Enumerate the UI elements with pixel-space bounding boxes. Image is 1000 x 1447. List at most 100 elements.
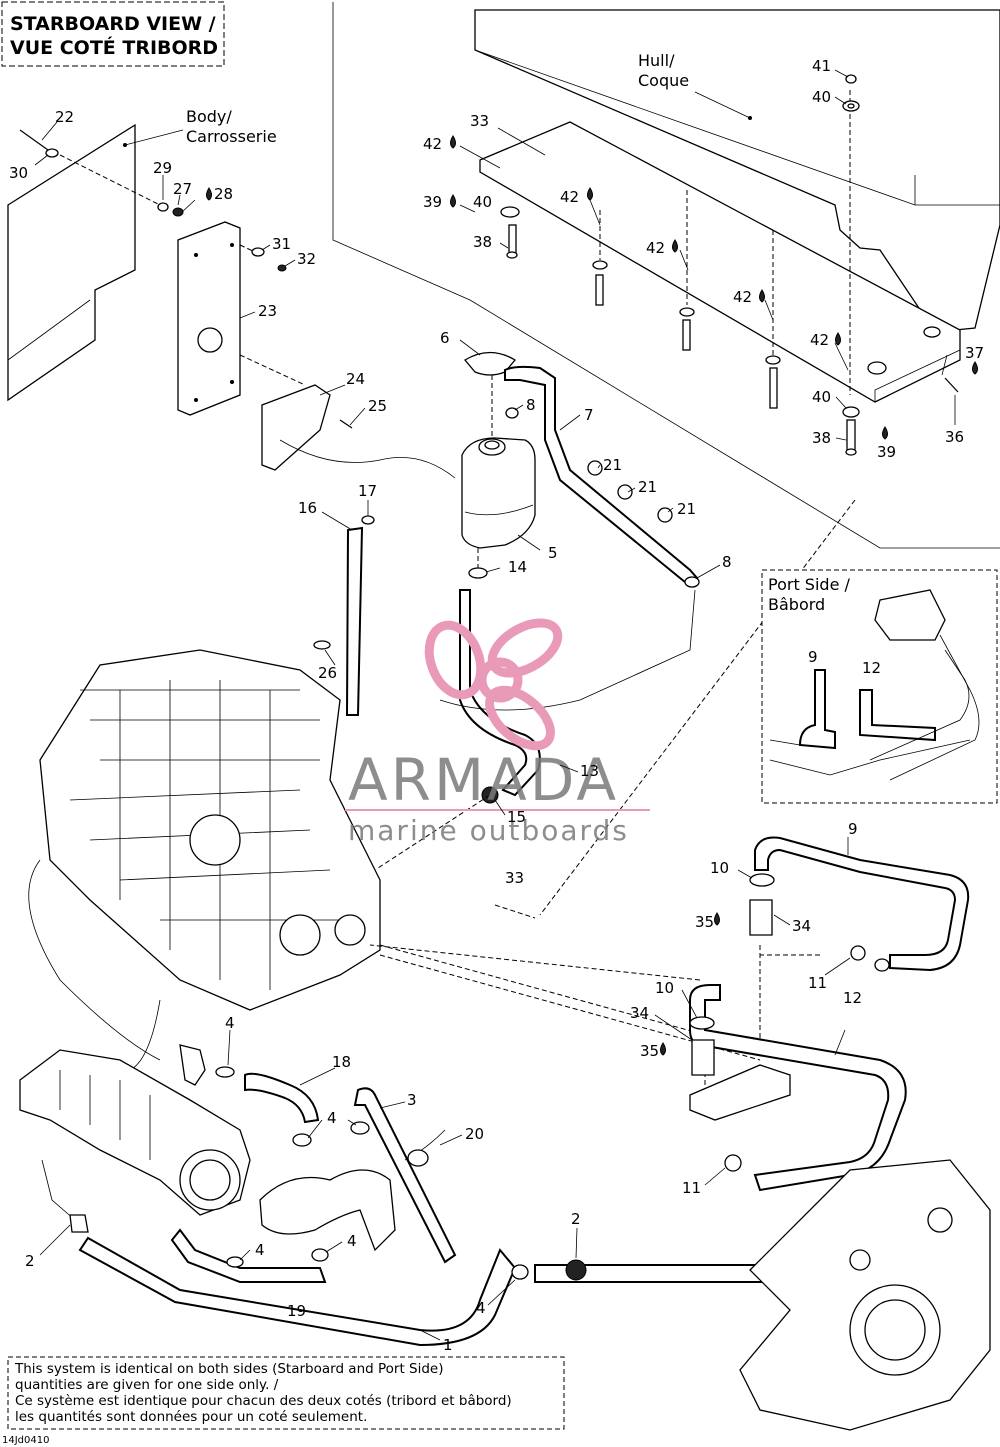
callout-8-bottom: 8 [722, 553, 732, 571]
clamp-10-b [689, 1016, 715, 1030]
callout-37: 37 [965, 344, 984, 362]
callout-17: 17 [358, 482, 377, 500]
callout-33-hull: 33 [470, 112, 489, 130]
fitting-top [179, 1044, 206, 1086]
note-line-1: This system is identical on both sides (… [14, 1361, 444, 1377]
fitting-2-left [69, 1214, 89, 1233]
washer-40-top [842, 100, 860, 112]
callout-20: 20 [465, 1125, 484, 1143]
mount-plate [689, 1064, 791, 1121]
callout-4-e: 4 [476, 1299, 486, 1317]
jet-pump-housing [739, 1159, 991, 1431]
callout-13: 13 [580, 762, 599, 780]
clamp-4-b [292, 1133, 312, 1147]
tube-16 [345, 526, 364, 716]
port-label-line-1: Port Side / [768, 575, 850, 594]
fitting-34-b [691, 1039, 715, 1076]
callout-35-a: 35 [695, 913, 714, 931]
callout-1: 1 [443, 1336, 453, 1354]
screw-25 [339, 419, 353, 429]
washer-29 [157, 202, 169, 212]
oring-8-top [505, 407, 519, 419]
oring-8-bottom [684, 576, 700, 588]
callout-8-top: 8 [526, 396, 536, 414]
hose-19 [170, 1228, 327, 1283]
callout-leaders [34, 69, 956, 1341]
callout-4-d: 4 [255, 1241, 265, 1259]
bolt-22 [19, 129, 59, 158]
body-label-line-2: Carrosserie [186, 127, 277, 146]
callout-31: 31 [272, 235, 291, 253]
hull-label-line-2: Coque [638, 71, 689, 90]
hose-1 [78, 1236, 517, 1347]
callout-30: 30 [9, 164, 28, 182]
note-box: This system is identical on both sides (… [7, 1356, 565, 1430]
hose-7 [504, 365, 699, 588]
exhaust-manifold-assembly [19, 1044, 991, 1431]
callout-35-b: 35 [640, 1042, 659, 1060]
callout-39-right: 39 [877, 443, 896, 461]
callout-33-center: 33 [505, 869, 524, 887]
callout-21-b: 21 [638, 478, 657, 496]
hose-3 [353, 1087, 457, 1264]
screw-38-left [506, 224, 518, 259]
elbow-hose [259, 1169, 396, 1252]
callout-4-b: 4 [327, 1109, 337, 1127]
callout-4-c: 4 [347, 1232, 357, 1250]
clamp-2-right [565, 1259, 587, 1281]
callout-28: 28 [214, 185, 233, 203]
screw-42-1 [592, 260, 608, 306]
callout-10-b: 10 [655, 979, 674, 997]
title-line-1: STARBOARD VIEW / [10, 13, 216, 35]
callout-7: 7 [584, 406, 594, 424]
hull-section: Hull/ Coque [332, 2, 1000, 549]
callout-42-a: 42 [423, 135, 442, 153]
mounting-plate-23 [177, 221, 241, 416]
callout-25: 25 [368, 397, 387, 415]
callout-42-d: 42 [733, 288, 752, 306]
callout-11-b: 11 [682, 1179, 701, 1197]
clamp-21-a [587, 460, 603, 476]
callout-18: 18 [332, 1053, 351, 1071]
callout-26: 26 [318, 664, 337, 682]
callout-34-b: 34 [630, 1004, 649, 1022]
hose-18 [244, 1072, 320, 1124]
clamp-4-d [311, 1248, 329, 1262]
callout-41: 41 [812, 57, 831, 75]
nut-32 [277, 264, 287, 272]
clamp-26 [313, 640, 331, 650]
fitting-34-a [749, 899, 773, 936]
callout-15: 15 [507, 808, 526, 826]
callout-34-a: 34 [792, 917, 811, 935]
callout-9-inset: 9 [808, 648, 818, 666]
note-line-2: quantities are given for one side only. … [15, 1377, 279, 1393]
callout-39-left: 39 [423, 193, 442, 211]
washer-40-left [500, 206, 520, 218]
callout-38-right: 38 [812, 429, 831, 447]
callout-21-a: 21 [603, 456, 622, 474]
note-line-3: Ce système est identique pour chacun des… [15, 1393, 512, 1409]
callout-40-top: 40 [812, 88, 831, 106]
screw-38-right [845, 419, 857, 456]
nut-27 [172, 207, 184, 217]
clamp-17 [361, 515, 375, 525]
pin-36 [944, 377, 959, 393]
callout-9: 9 [848, 820, 858, 838]
clamp-4-e [226, 1256, 244, 1268]
washer-40-right [842, 406, 860, 418]
callout-29: 29 [153, 159, 172, 177]
callout-3: 3 [407, 1091, 417, 1109]
callout-5: 5 [548, 544, 558, 562]
washer-41 [845, 74, 857, 84]
callout-10-a: 10 [710, 859, 729, 877]
hose-9 [754, 836, 970, 972]
callout-40-right: 40 [812, 388, 831, 406]
port-label-line-2: Bâbord [768, 595, 825, 614]
clamp-11-b [724, 1154, 742, 1172]
reservoir-5 [461, 437, 536, 549]
adhesive-drops [206, 135, 978, 1056]
callout-labels: 41 40 33 42 42 39 40 38 42 42 42 37 40 3… [9, 57, 984, 1354]
port-side-inset: Port Side / Bâbord [761, 569, 998, 804]
callout-2-left: 2 [25, 1252, 35, 1270]
